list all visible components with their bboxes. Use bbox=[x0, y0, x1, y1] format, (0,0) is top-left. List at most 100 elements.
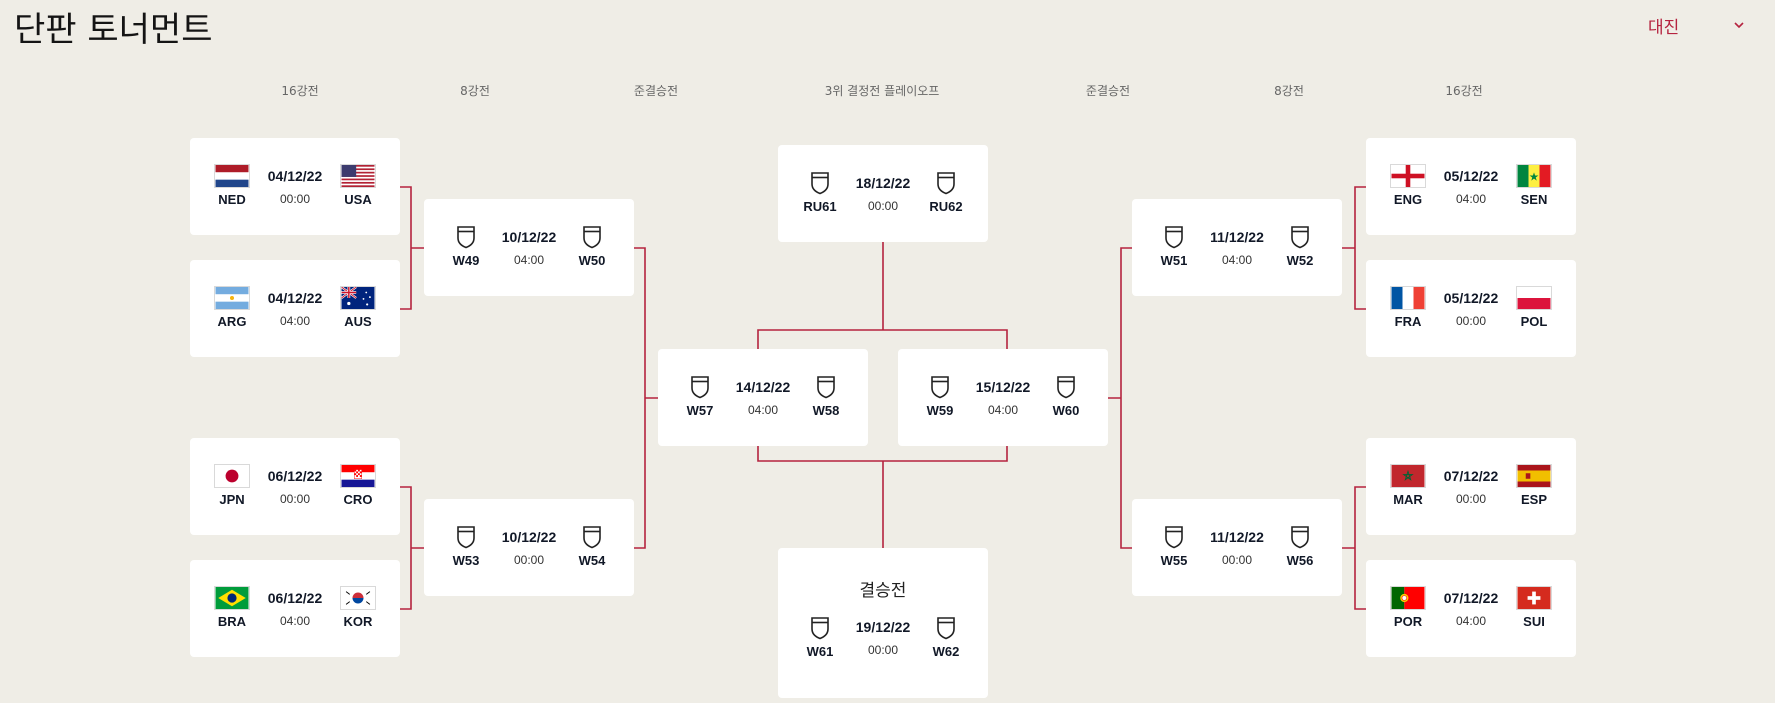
team-code: W56 bbox=[1286, 553, 1314, 568]
team-home: W57 bbox=[680, 375, 720, 418]
match-date: 05/12/22 bbox=[1443, 168, 1499, 184]
match-card-qf-3[interactable]: W51 11/12/22 04:00 W52 bbox=[1132, 199, 1342, 296]
match-card-r16-6[interactable]: FRA 05/12/22 00:00 POL bbox=[1366, 260, 1576, 357]
match-card-r16-5[interactable]: ENG 05/12/22 04:00 SEN bbox=[1366, 138, 1576, 235]
match-card-r16-8[interactable]: POR 07/12/22 04:00 SUI bbox=[1366, 560, 1576, 657]
match-card-r16-2[interactable]: ARG 04/12/22 04:00 AUS bbox=[190, 260, 400, 357]
match-meta: 04/12/22 04:00 bbox=[268, 290, 323, 328]
match-meta: 11/12/22 00:00 bbox=[1210, 529, 1264, 567]
match-time: 04:00 bbox=[1221, 253, 1253, 267]
netherlands-flag-icon bbox=[214, 164, 250, 188]
shield-icon bbox=[1289, 525, 1311, 549]
match-card-third-place[interactable]: RU61 18/12/22 00:00 RU62 bbox=[778, 145, 988, 242]
spain-flag-icon bbox=[1516, 464, 1552, 488]
team-code: BRA bbox=[217, 614, 247, 629]
shield-icon bbox=[689, 375, 711, 399]
team-code: AUS bbox=[344, 314, 372, 329]
match-meta: 06/12/22 04:00 bbox=[268, 590, 323, 628]
croatia-flag-icon bbox=[340, 464, 376, 488]
match-card-r16-7[interactable]: MAR 07/12/22 00:00 ESP bbox=[1366, 438, 1576, 535]
match-date: 04/12/22 bbox=[267, 168, 323, 184]
match-meta: 04/12/22 00:00 bbox=[268, 168, 323, 206]
senegal-flag-icon bbox=[1516, 164, 1552, 188]
match-date: 07/12/22 bbox=[1443, 590, 1499, 606]
match-time: 00:00 bbox=[1221, 553, 1253, 567]
round-label-third-place: 3위 결정전 플레이오프 bbox=[824, 84, 940, 98]
match-card-qf-4[interactable]: W55 11/12/22 00:00 W56 bbox=[1132, 499, 1342, 596]
match-meta: 05/12/22 04:00 bbox=[1444, 168, 1499, 206]
match-card-sf-1[interactable]: W57 14/12/22 04:00 W58 bbox=[658, 349, 868, 446]
match-card-final[interactable]: 결승전 W61 19/12/22 00:00 W62 bbox=[778, 548, 988, 698]
team-code: W62 bbox=[932, 644, 960, 659]
usa-flag-icon bbox=[340, 164, 376, 188]
shield-icon bbox=[929, 375, 951, 399]
match-card-r16-1[interactable]: NED 04/12/22 00:00 USA bbox=[190, 138, 400, 235]
round-label-r16-left: 16강전 bbox=[281, 84, 319, 98]
team-code: SUI bbox=[1523, 614, 1545, 629]
match-card-qf-1[interactable]: W49 10/12/22 04:00 W50 bbox=[424, 199, 634, 296]
france-flag-icon bbox=[1390, 286, 1426, 310]
team-home: ARG bbox=[212, 286, 252, 329]
match-date: 14/12/22 bbox=[735, 379, 791, 395]
match-card-sf-2[interactable]: W59 15/12/22 04:00 W60 bbox=[898, 349, 1108, 446]
shield-icon bbox=[815, 375, 837, 399]
match-time: 00:00 bbox=[513, 553, 545, 567]
match-meta: 11/12/22 04:00 bbox=[1210, 229, 1264, 267]
team-code: W49 bbox=[452, 253, 480, 268]
team-code: W58 bbox=[812, 403, 840, 418]
team-home: FRA bbox=[1388, 286, 1428, 329]
match-meta: 14/12/22 04:00 bbox=[736, 379, 791, 417]
team-home: MAR bbox=[1388, 464, 1428, 507]
team-home: NED bbox=[212, 164, 252, 207]
match-meta: 15/12/22 04:00 bbox=[976, 379, 1031, 417]
round-label-r16-right: 16강전 bbox=[1445, 84, 1483, 98]
team-code: W55 bbox=[1160, 553, 1188, 568]
shield-icon bbox=[1163, 225, 1185, 249]
match-card-r16-3[interactable]: JPN 06/12/22 00:00 CRO bbox=[190, 438, 400, 535]
match-date: 06/12/22 bbox=[267, 590, 323, 606]
team-home: BRA bbox=[212, 586, 252, 629]
match-card-qf-2[interactable]: W53 10/12/22 00:00 W54 bbox=[424, 499, 634, 596]
team-code: CRO bbox=[343, 492, 373, 507]
team-code: POL bbox=[1520, 314, 1548, 329]
morocco-flag-icon bbox=[1390, 464, 1426, 488]
team-code: W57 bbox=[686, 403, 714, 418]
team-code: SEN bbox=[1520, 192, 1548, 207]
team-code: NED bbox=[218, 192, 246, 207]
team-away: W54 bbox=[572, 525, 612, 568]
team-code: ESP bbox=[1520, 492, 1547, 507]
match-meta: 10/12/22 04:00 bbox=[502, 229, 557, 267]
team-code: W51 bbox=[1160, 253, 1188, 268]
team-code: W52 bbox=[1286, 253, 1314, 268]
shield-icon bbox=[809, 171, 831, 195]
team-code: W54 bbox=[578, 553, 606, 568]
round-label-qf-left: 8강전 bbox=[460, 84, 490, 98]
team-code: W53 bbox=[452, 553, 480, 568]
shield-icon bbox=[935, 616, 957, 640]
england-flag-icon bbox=[1390, 164, 1426, 188]
team-away: CRO bbox=[338, 464, 378, 507]
team-code: W50 bbox=[578, 253, 606, 268]
team-home: JPN bbox=[212, 464, 252, 507]
match-date: 04/12/22 bbox=[267, 290, 323, 306]
brazil-flag-icon bbox=[214, 586, 250, 610]
team-away: W56 bbox=[1280, 525, 1320, 568]
team-home: W49 bbox=[446, 225, 486, 268]
team-away: W50 bbox=[572, 225, 612, 268]
team-code: FRA bbox=[1394, 314, 1422, 329]
match-meta: 06/12/22 00:00 bbox=[268, 468, 323, 506]
match-card-r16-4[interactable]: BRA 06/12/22 04:00 KOR bbox=[190, 560, 400, 657]
team-code: JPN bbox=[219, 492, 245, 507]
team-code: W61 bbox=[806, 644, 834, 659]
match-time: 04:00 bbox=[987, 403, 1019, 417]
team-code: ARG bbox=[217, 314, 247, 329]
view-select-dropdown[interactable]: 대진 bbox=[1648, 12, 1746, 38]
team-home: W55 bbox=[1154, 525, 1194, 568]
shield-icon bbox=[1289, 225, 1311, 249]
team-away: SEN bbox=[1514, 164, 1554, 207]
team-home: RU61 bbox=[800, 171, 840, 214]
match-meta: 05/12/22 00:00 bbox=[1444, 290, 1499, 328]
match-time: 00:00 bbox=[867, 199, 899, 213]
match-time: 00:00 bbox=[279, 492, 311, 506]
match-date: 15/12/22 bbox=[975, 379, 1031, 395]
